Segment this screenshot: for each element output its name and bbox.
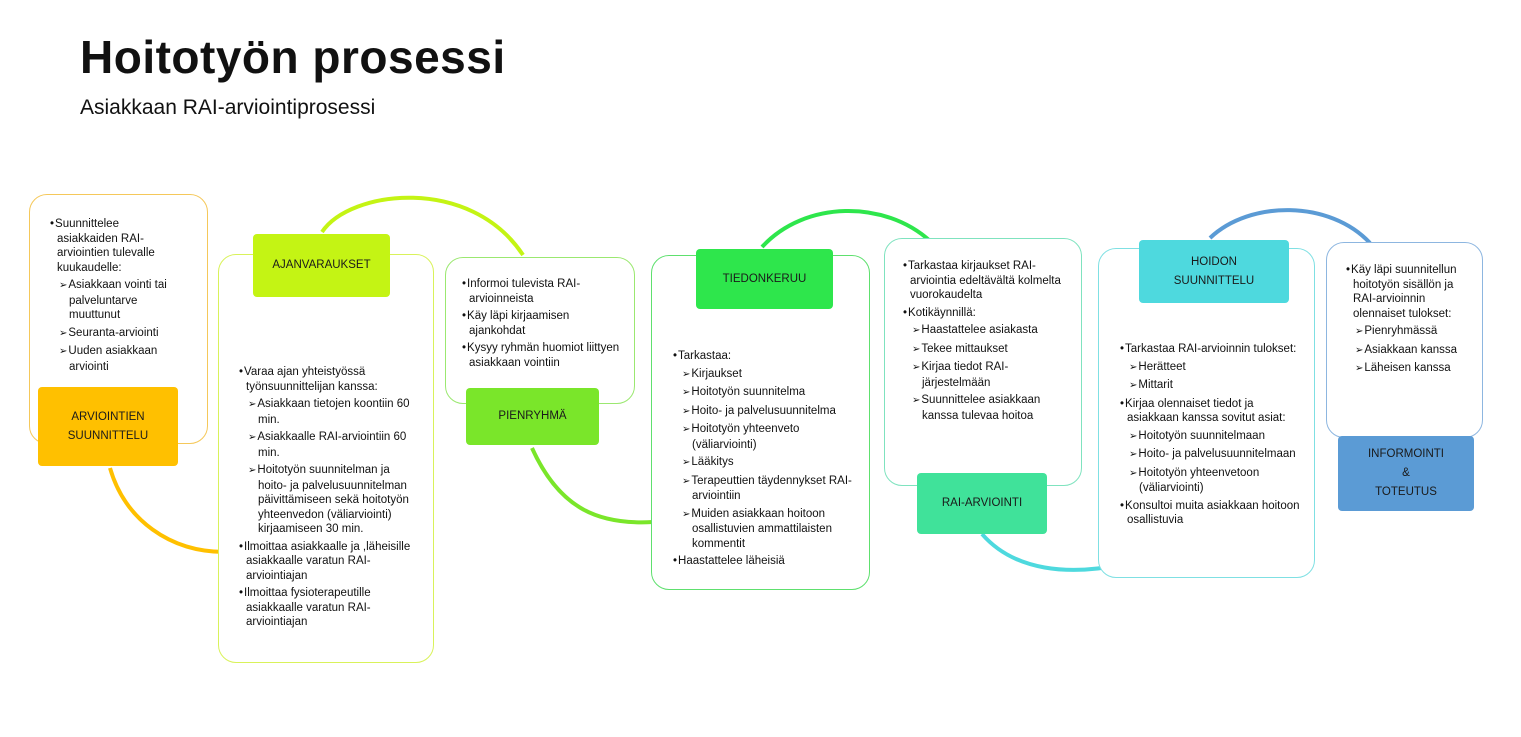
sub-item-hoidon-6: Hoitotyön yhteenvetoon (väliarviointi) (1127, 466, 1300, 496)
bullet-item-hoidon-7: Konsultoi muita asiakkaan hoitoon osalli… (1120, 499, 1300, 528)
sub-item-rai-3: Tekee mittaukset (910, 342, 1063, 358)
sub-item-hoidon-4: Hoitotyön suunnitelmaan (1127, 429, 1300, 445)
sub-item-arviointien-2: Seuranta-arviointi (57, 326, 180, 342)
sub-item-rai-2: Haastattelee asiakasta (910, 323, 1063, 339)
bullet-item-hoidon-0: Tarkastaa RAI-arvioinnin tulokset: (1120, 342, 1300, 357)
sub-item-informointi-1: Pienryhmässä (1353, 324, 1471, 340)
bullet-item-rai-1: Kotikäynnillä: (903, 306, 1063, 321)
step-content-tiedonkeruu: Tarkastaa: KirjauksetHoitotyön suunnitelm… (673, 349, 853, 572)
sub-item-arviointien-3: Uuden asiakkaan arviointi (57, 344, 180, 374)
step-label-informointi: INFORMOINTI & TOTEUTUS (1338, 436, 1474, 511)
sub-item-rai-5: Suunnittelee asiakkaan kanssa tulevaa ho… (910, 393, 1063, 423)
connector-ajanvaraukset-pienryhma (320, 195, 525, 257)
bullet-item-pienryhma-1: Käy läpi kirjaamisen ajankohdat (462, 309, 624, 338)
sub-item-informointi-2: Asiakkaan kanssa (1353, 343, 1471, 359)
sub-item-tiedonkeruu-5: Lääkitys (680, 455, 853, 471)
sub-item-ajanvaraukset-2: Asiakkaalle RAI-arviointiin 60 min. (246, 430, 419, 460)
bullet-item-tiedonkeruu-8: Haastattelee läheisiä (673, 554, 853, 569)
step-label-ajanvaraukset: AJANVARAUKSET (253, 234, 390, 297)
page-title: Hoitotyön prosessi (80, 31, 506, 83)
bullet-item-ajanvaraukset-5: Ilmoittaa fysioterapeutille asiakkaalle … (239, 586, 419, 630)
step-content-pienryhma: Informoi tulevista RAI-arvioinneistaKäy … (462, 277, 624, 373)
bullet-item-ajanvaraukset-0: Varaa ajan yhteistyössä työnsuunnittelij… (239, 365, 419, 394)
sub-item-tiedonkeruu-7: Muiden asiakkaan hoitoon osallistuvien a… (680, 507, 853, 552)
connector-pienryhma-tiedonkeruu (530, 447, 654, 525)
step-label-rai: RAI-ARVIOINTI (917, 473, 1047, 534)
sub-item-hoidon-5: Hoito- ja palvelusuunnitelmaan (1127, 447, 1300, 463)
bullet-item-hoidon-3: Kirjaa olennaiset tiedot ja asiakkaan ka… (1120, 397, 1300, 426)
sub-item-hoidon-2: Mittarit (1127, 378, 1300, 394)
sub-item-tiedonkeruu-2: Hoitotyön suunnitelma (680, 385, 853, 401)
connector-hoidon-informointi (1208, 208, 1372, 245)
step-content-arviointien: Suunnittelee asiakkaiden RAI-arviointien… (50, 217, 180, 377)
step-label-hoidon: HOIDON SUUNNITTELU (1139, 240, 1289, 303)
bullet-item-pienryhma-0: Informoi tulevista RAI-arvioinneista (462, 277, 624, 306)
step-label-arviointien: ARVIOINTIEN SUUNNITTELU (38, 387, 178, 466)
bullet-item-tiedonkeruu-0: Tarkastaa: (673, 349, 853, 364)
sub-item-tiedonkeruu-6: Terapeuttien täydennykset RAI-arviointii… (680, 474, 853, 504)
sub-item-informointi-3: Läheisen kanssa (1353, 361, 1471, 377)
bullet-item-pienryhma-2: Kysyy ryhmän huomiot liittyen asiakkaan … (462, 341, 624, 370)
sub-item-arviointien-1: Asiakkaan vointi tai palveluntarve muutt… (57, 278, 180, 323)
step-label-pienryhma: PIENRYHMÄ (466, 388, 599, 445)
bullet-item-ajanvaraukset-4: Ilmoittaa asiakkaalle ja ,läheisille asi… (239, 540, 419, 584)
bullet-item-informointi-0: Käy läpi suunnitellun hoitotyön sisällön… (1346, 263, 1471, 321)
bullet-item-arviointien-0: Suunnittelee asiakkaiden RAI-arviointien… (50, 217, 180, 275)
sub-item-rai-4: Kirjaa tiedot RAI-järjestelmään (910, 360, 1063, 390)
bullet-item-rai-0: Tarkastaa kirjaukset RAI-arviointia edel… (903, 259, 1063, 303)
sub-item-tiedonkeruu-3: Hoito- ja palvelusuunnitelma (680, 404, 853, 420)
step-content-hoidon: Tarkastaa RAI-arvioinnin tulokset: Herätt… (1120, 342, 1300, 531)
page-subtitle: Asiakkaan RAI-arviointiprosessi (80, 96, 376, 119)
sub-item-hoidon-1: Herätteet (1127, 360, 1300, 376)
step-content-rai: Tarkastaa kirjaukset RAI-arviointia edel… (903, 259, 1063, 426)
connector-arviointien-ajanvaraukset (108, 467, 226, 554)
step-content-informointi: Käy läpi suunnitellun hoitotyön sisällön… (1346, 263, 1471, 380)
connector-tiedonkeruu-rai (760, 208, 932, 249)
step-label-tiedonkeruu: TIEDONKERUU (696, 249, 833, 309)
sub-item-ajanvaraukset-3: Hoitotyön suunnitelman ja hoito- ja palv… (246, 463, 419, 537)
sub-item-ajanvaraukset-1: Asiakkaan tietojen koontiin 60 min. (246, 397, 419, 427)
sub-item-tiedonkeruu-4: Hoitotyön yhteenveto (väliarviointi) (680, 422, 853, 452)
step-content-ajanvaraukset: Varaa ajan yhteistyössä työnsuunnittelij… (239, 365, 419, 633)
sub-item-tiedonkeruu-1: Kirjaukset (680, 367, 853, 383)
